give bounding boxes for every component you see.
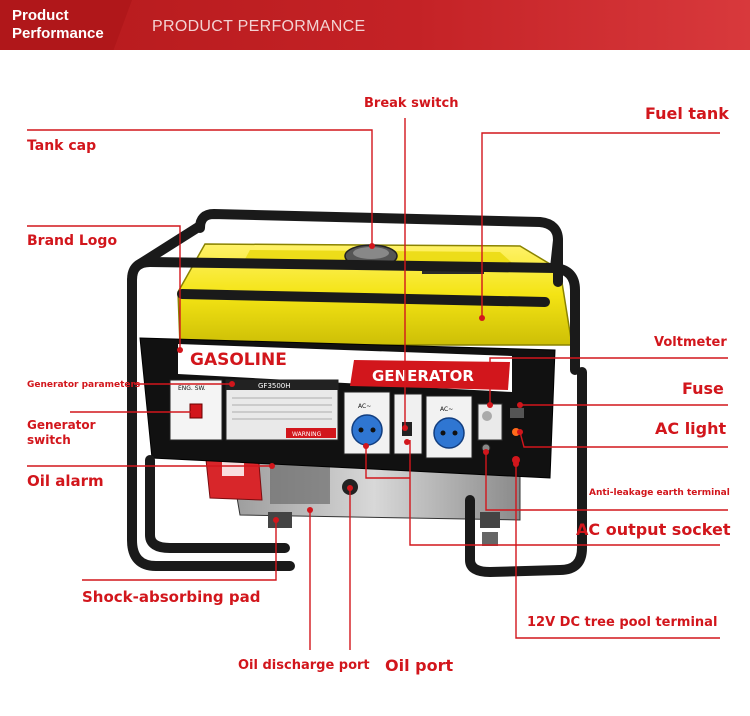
panel-gasoline-text: GASOLINE	[190, 350, 287, 370]
label-voltmeter: Voltmeter	[654, 335, 727, 350]
socket-left	[351, 414, 383, 446]
label-ac-output-socket: AC output socket	[576, 520, 731, 539]
header-subtitle: PRODUCT PERFORMANCE	[152, 18, 366, 35]
label-fuel-tank: Fuel tank	[645, 104, 729, 123]
model-plate-text: GF3500H	[258, 382, 291, 390]
socket-right	[433, 417, 465, 449]
label-12v-dc-terminal: 12V DC tree pool terminal	[527, 615, 718, 630]
label-oil-discharge-port: Oil discharge port	[238, 658, 370, 673]
frame-tube	[127, 209, 587, 577]
socket-left-label: AC~	[358, 403, 371, 410]
shock-pad-shape	[268, 512, 292, 528]
voltmeter-shape	[477, 403, 503, 441]
header-banner: Product Performance PRODUCT PERFORMANCE	[0, 0, 750, 50]
label-oil-alarm: Oil alarm	[27, 472, 104, 490]
header-title: Product Performance	[12, 7, 104, 42]
label-oil-port: Oil port	[385, 656, 454, 675]
label-generator-parameters: Generator parameters	[27, 380, 141, 390]
warning-text: WARNING	[292, 431, 322, 438]
panel-generator-text: GENERATOR	[372, 367, 474, 385]
engine-switch-plate-text: ENG. SW.	[178, 385, 206, 392]
label-brand-logo: Brand Logo	[27, 233, 118, 249]
label-fuse: Fuse	[682, 379, 724, 398]
label-ac-light: AC light	[655, 419, 727, 438]
leader-lines	[27, 118, 728, 650]
label-shock-absorbing-pad: Shock-absorbing pad	[82, 588, 261, 606]
label-break-switch: Break switch	[364, 96, 459, 111]
fuse-shape	[510, 408, 524, 418]
label-generator-switch: Generator switch	[27, 418, 96, 447]
header-tab	[0, 0, 132, 50]
label-tank-cap: Tank cap	[27, 138, 97, 154]
socket-right-label: AC~	[440, 406, 453, 413]
label-anti-leakage-earth-terminal: Anti-leakage earth terminal	[589, 488, 730, 498]
